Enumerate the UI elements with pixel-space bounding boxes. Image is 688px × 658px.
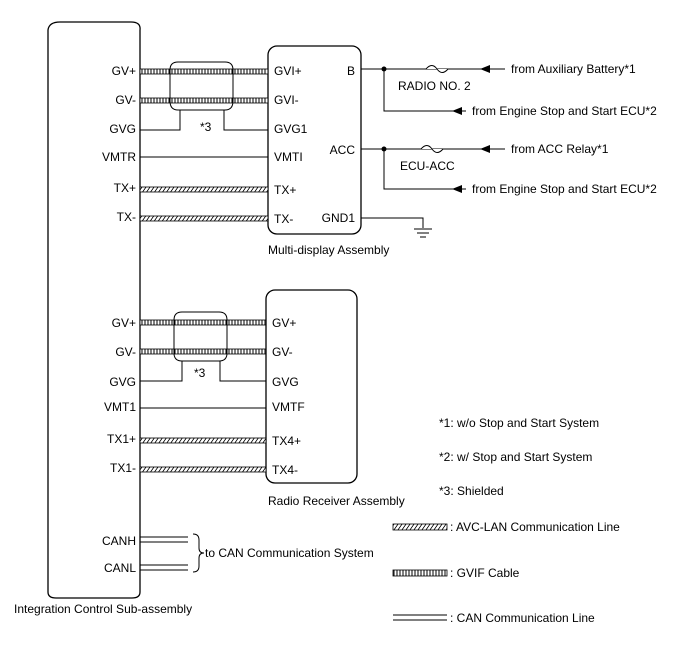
gvif-wire-gv-minus-1	[139, 97, 269, 104]
pin-tx1-plus: TX1+	[107, 432, 136, 446]
fuse-radio-label: RADIO NO. 2	[398, 79, 471, 93]
src-engine-ecu-2: from Engine Stop and Start ECU*2	[472, 182, 657, 196]
multi-display-box	[267, 45, 362, 235]
gvg-wire-1	[140, 110, 268, 131]
avc-wire-tx1-minus	[139, 466, 267, 473]
src-acc-relay: from ACC Relay*1	[511, 142, 609, 156]
arrow-acc-relay	[480, 145, 490, 153]
src-aux-battery: from Auxiliary Battery*1	[511, 62, 636, 76]
pin-gvi-plus: GVI+	[274, 64, 302, 78]
pin-gvg1: GVG1	[274, 122, 308, 136]
pin-vmtf: VMTF	[272, 400, 305, 414]
pin-canh: CANH	[102, 534, 136, 548]
radio-receiver-label: Radio Receiver Assembly	[268, 494, 405, 508]
shield-mark-bottom: *3	[194, 366, 206, 380]
pin-acc: ACC	[330, 143, 356, 157]
avc-wire-tx-minus	[139, 215, 269, 222]
gvif-wire-gv-plus-1	[139, 68, 269, 75]
legend-avc-lan-swatch	[392, 523, 448, 531]
can-line-canh	[140, 536, 188, 543]
pin-radio-gvg: GVG	[272, 375, 299, 389]
shield-bottom	[173, 311, 228, 362]
pin-radio-gv-minus: GV-	[272, 345, 293, 359]
pin-vmt1: VMT1	[104, 400, 136, 414]
can-brace	[192, 533, 205, 573]
acc-branch-wire	[383, 149, 466, 190]
gnd-wire	[361, 217, 424, 228]
pin-gnd1: GND1	[322, 211, 356, 225]
fuse-radio-icon	[425, 65, 449, 73]
radio-receiver-box	[265, 289, 358, 484]
legend-gvif-swatch	[392, 569, 448, 577]
note-2: *2: w/ Stop and Start System	[439, 450, 592, 464]
pin-gvg-1: GVG	[109, 122, 136, 136]
can-line-canl	[140, 564, 188, 571]
pin-md-tx-minus: TX-	[274, 212, 293, 226]
fuse-ecu-acc-icon	[420, 145, 444, 153]
integration-box	[47, 21, 141, 599]
shield-mark-top: *3	[200, 120, 212, 134]
src-engine-ecu-1: from Engine Stop and Start ECU*2	[472, 104, 657, 118]
pin-canl: CANL	[104, 561, 136, 575]
note-3: *3: Shielded	[439, 484, 504, 498]
arrow-engine-ecu-1	[452, 107, 462, 115]
integration-label: Integration Control Sub-assembly	[14, 602, 192, 616]
legend-can-swatch	[393, 614, 447, 621]
multi-display-label: Multi-display Assembly	[268, 243, 389, 257]
arrow-engine-ecu-2	[452, 185, 462, 193]
pin-gv-plus-1: GV+	[112, 64, 136, 78]
pin-tx-plus: TX+	[114, 181, 136, 195]
pin-gv-minus-2: GV-	[115, 345, 136, 359]
pin-vmtr: VMTR	[102, 150, 136, 164]
gvg-wire-2	[140, 361, 266, 382]
ground-icon	[414, 228, 432, 238]
legend-can-label: : CAN Communication Line	[450, 611, 595, 625]
pin-gvg-2: GVG	[109, 375, 136, 389]
pin-tx1-minus: TX1-	[110, 461, 136, 475]
pin-tx4-minus: TX4-	[272, 463, 298, 477]
pin-tx-minus: TX-	[117, 210, 136, 224]
gvif-wire-gv-plus-2	[139, 319, 267, 326]
pin-tx4-plus: TX4+	[272, 434, 301, 448]
legend-gvif-label: : GVIF Cable	[450, 566, 520, 580]
can-destination-label: to CAN Communication System	[205, 546, 374, 560]
legend-avc-lan-label: : AVC-LAN Communication Line	[450, 520, 620, 534]
pin-radio-gv-plus: GV+	[272, 316, 296, 330]
pin-gvi-minus: GVI-	[274, 93, 299, 107]
b-branch-wire	[383, 69, 466, 112]
pin-gv-minus-1: GV-	[115, 93, 136, 107]
shield-top	[169, 61, 234, 111]
note-1: *1: w/o Stop and Start System	[439, 416, 599, 430]
fuse-ecu-acc-label: ECU-ACC	[400, 159, 455, 173]
pin-md-tx-plus: TX+	[274, 183, 296, 197]
avc-wire-tx1-plus	[139, 437, 267, 444]
arrow-aux-battery	[480, 65, 490, 73]
gvif-wire-gv-minus-2	[139, 348, 267, 355]
avc-wire-tx-plus	[139, 186, 269, 193]
pin-vmti: VMTI	[274, 150, 303, 164]
pin-b: B	[347, 64, 355, 78]
pin-gv-plus-2: GV+	[112, 316, 136, 330]
